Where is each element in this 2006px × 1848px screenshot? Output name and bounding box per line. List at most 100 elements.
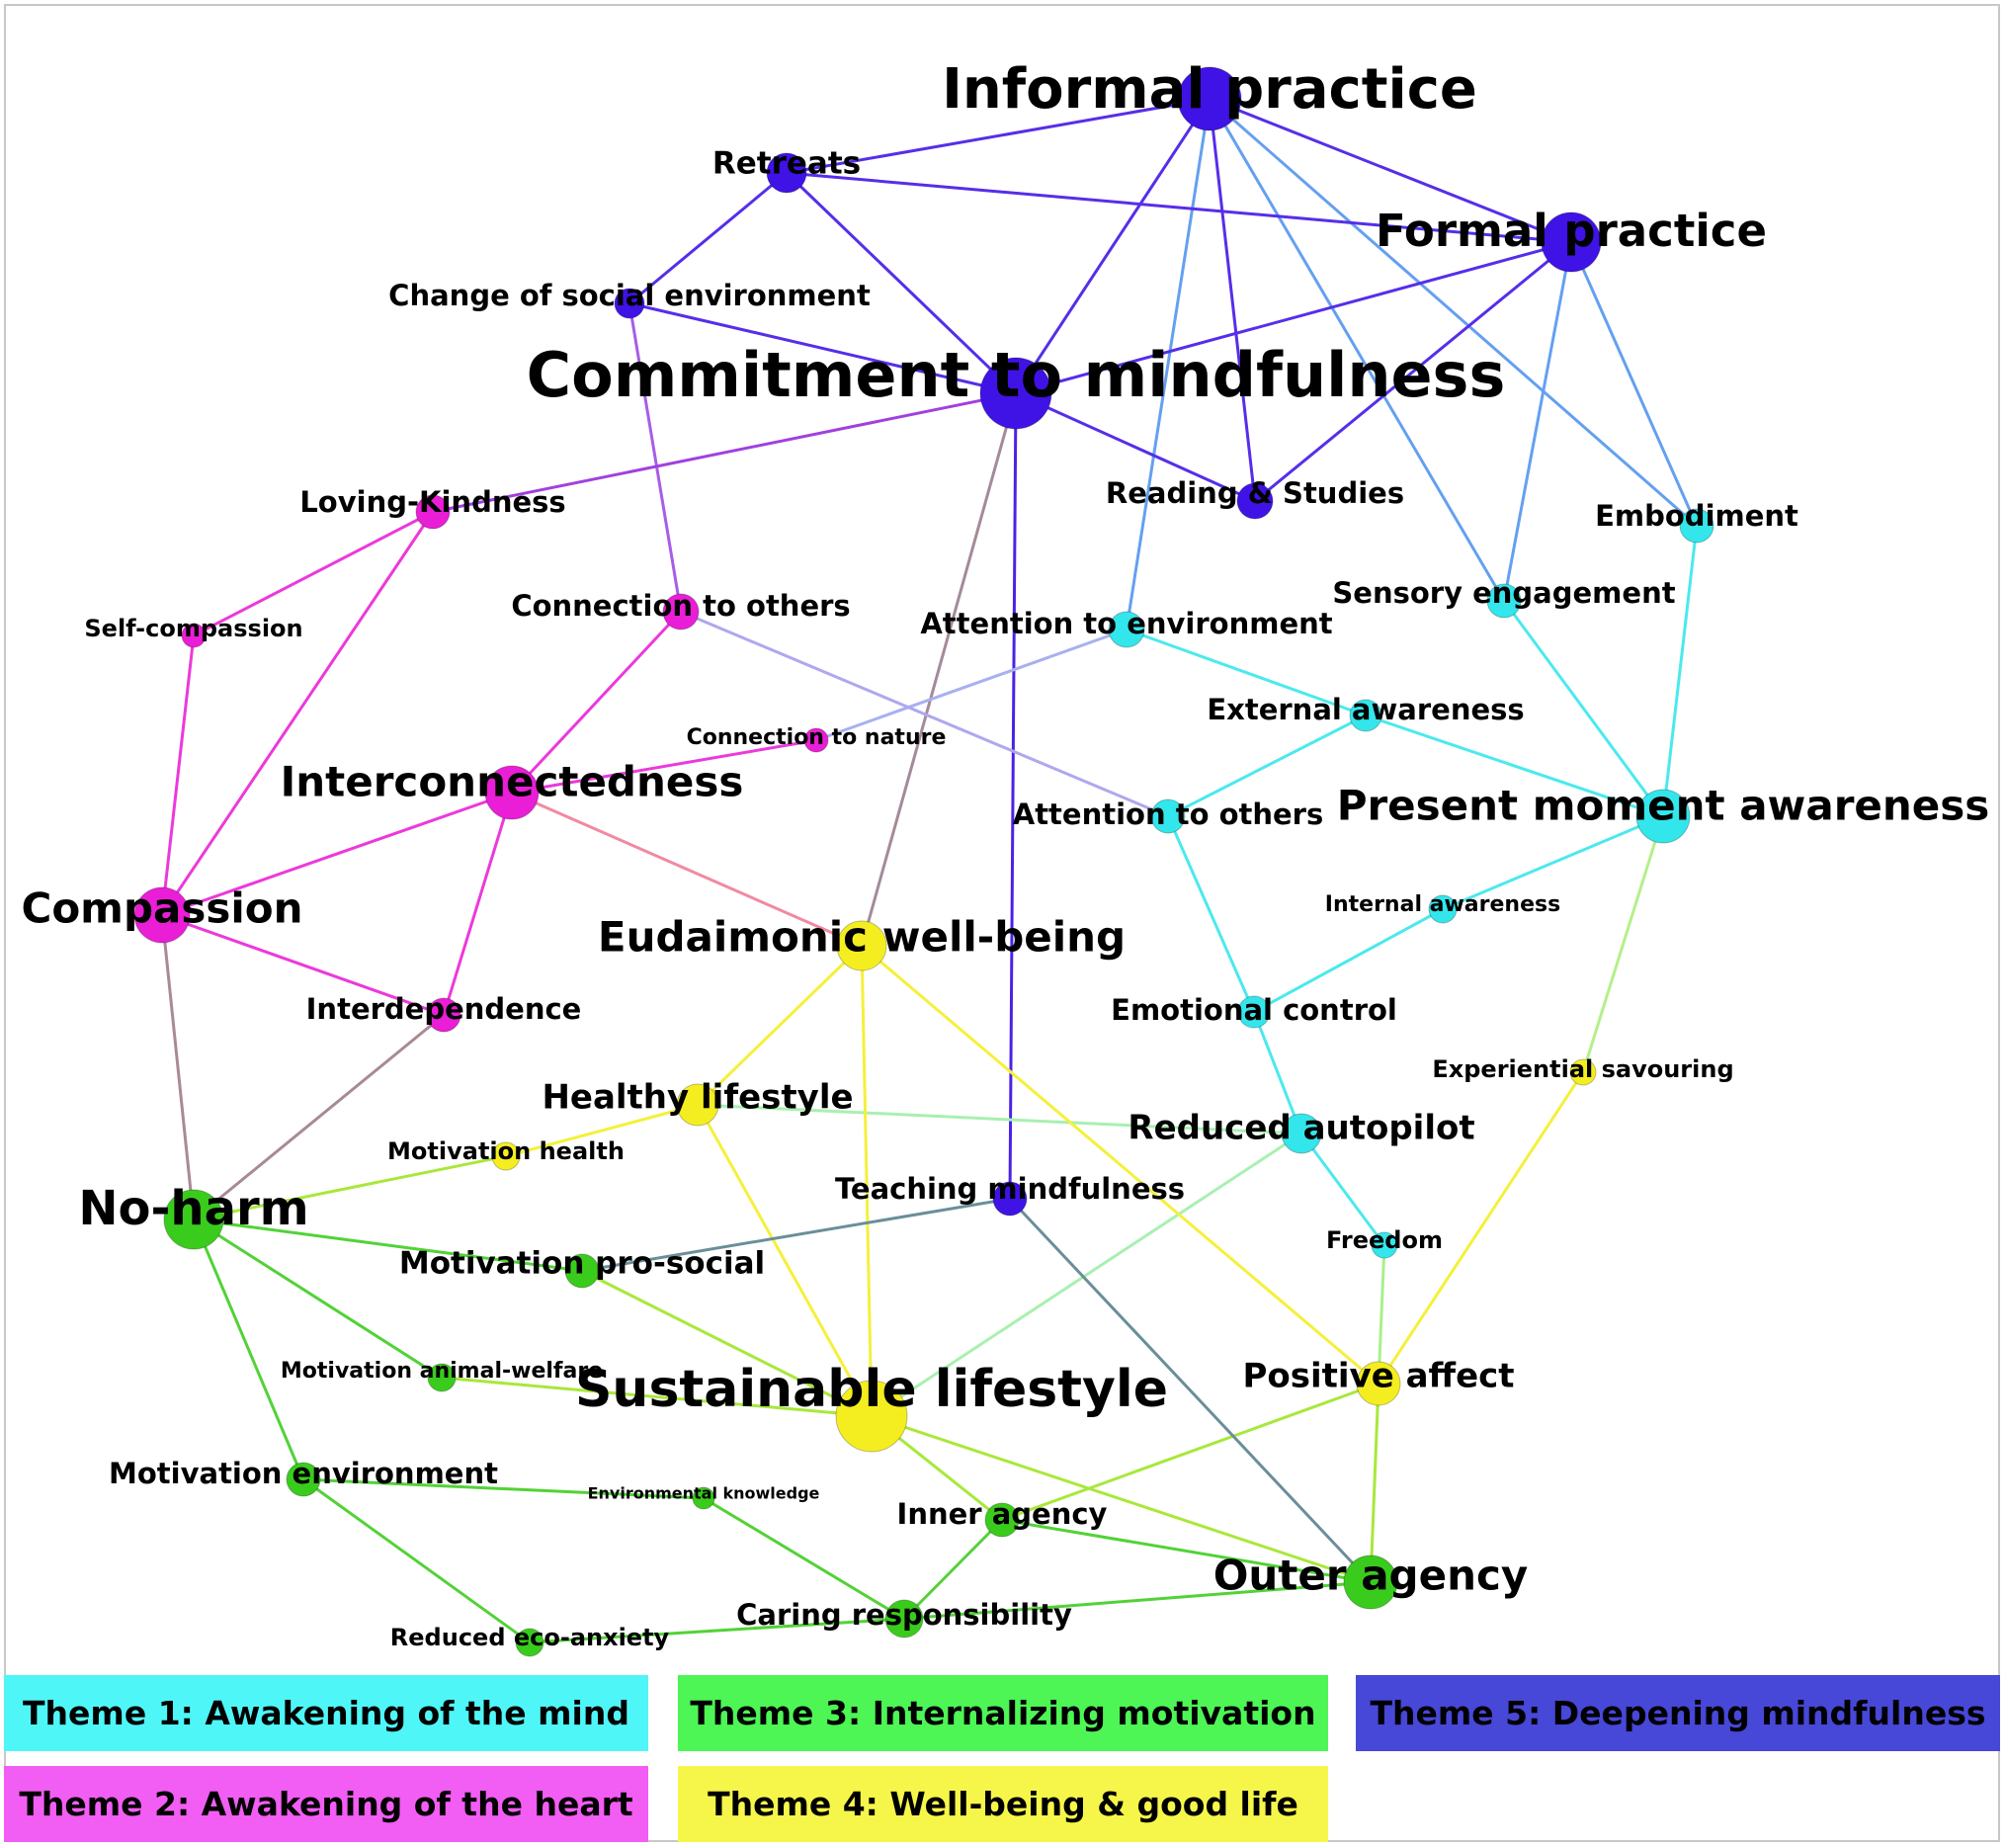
legend-theme-1: Theme 1: Awakening of the mind [4, 1675, 648, 1751]
node-label-formal-practice: Formal practice [1376, 205, 1767, 257]
node-self-compassion [181, 623, 207, 648]
edge-embodiment-present-moment [1661, 524, 1699, 818]
edge-motivation-environment-reduced-eco-anxiety [301, 1477, 532, 1644]
node-sustainable-lifestyle [835, 1380, 908, 1453]
node-connection-others [662, 593, 700, 630]
edge-connection-nature-interconnectedness [510, 738, 818, 795]
edge-compassion-interdependence [160, 913, 446, 1017]
node-commitment [979, 357, 1052, 430]
edge-informal-practice-reading-studies [1208, 97, 1257, 503]
edge-interdependence-no-harm [192, 1013, 446, 1221]
edge-external-awareness-present-moment [1364, 714, 1665, 818]
node-label-outer-agency: Outer agency [1213, 1552, 1529, 1600]
node-label-retreats: Retreats [712, 146, 861, 182]
node-caring-responsibility [884, 1599, 924, 1638]
edge-formal-practice-sensory [1502, 240, 1573, 603]
edge-motivation-environment-env-knowledge [301, 1477, 706, 1500]
edge-positive-affect-inner-agency [1000, 1382, 1380, 1522]
node-label-commitment: Commitment to mindfulness [527, 339, 1506, 411]
edge-connection-others-attention-others [679, 610, 1170, 818]
edge-interconnectedness-compassion [160, 791, 514, 917]
node-label-present-moment: Present moment awareness [1337, 782, 1990, 830]
edge-no-harm-motivation-animal [192, 1218, 444, 1380]
edge-caring-responsibility-outer-agency [902, 1580, 1373, 1621]
node-label-sustainable-lifestyle: Sustainable lifestyle [575, 1360, 1168, 1419]
node-outer-agency [1343, 1554, 1398, 1610]
node-label-connection-nature: Connection to nature [687, 725, 947, 750]
node-label-positive-affect: Positive affect [1242, 1357, 1514, 1396]
edge-commitment-teaching [1008, 391, 1018, 1201]
legend-theme-4: Theme 4: Well-being & good life [678, 1766, 1328, 1842]
node-label-freedom: Freedom [1326, 1226, 1443, 1254]
node-reduced-autopilot [1281, 1113, 1322, 1154]
node-change-social-env [614, 288, 645, 319]
edge-sustainable-lifestyle-motivation-prosocial [580, 1269, 874, 1418]
edge-inner-agency-caring-responsibility [902, 1518, 1004, 1621]
node-label-eudaimonic: Eudaimonic well-being [598, 913, 1126, 962]
node-label-embodiment: Embodiment [1595, 499, 1798, 533]
edge-reduced-autopilot-freedom [1299, 1132, 1386, 1247]
edge-change-social-env-connection-others [627, 301, 683, 614]
node-label-env-knowledge: Environmental knowledge [588, 1484, 820, 1503]
edge-external-awareness-attention-others [1166, 714, 1368, 818]
edge-freedom-positive-affect [1377, 1243, 1386, 1386]
edge-sensory-present-moment [1502, 599, 1665, 818]
node-connection-nature [803, 727, 829, 753]
node-label-connection-others: Connection to others [511, 589, 850, 623]
node-retreats [766, 152, 807, 194]
edge-informal-practice-sensory [1208, 97, 1506, 603]
node-label-external-awareness: External awareness [1207, 693, 1524, 726]
node-freedom [1371, 1231, 1398, 1259]
edge-connection-others-interconnectedness [510, 610, 683, 795]
edge-teaching-motivation-prosocial [580, 1197, 1012, 1273]
edge-present-moment-experiential-savouring [1581, 814, 1665, 1074]
edges-layer [160, 97, 1699, 1644]
node-experiential-savouring [1569, 1058, 1597, 1086]
node-label-self-compassion: Self-compassion [84, 615, 302, 642]
node-present-moment [1635, 789, 1691, 844]
edge-retreats-formal-practice [785, 171, 1573, 244]
edge-formal-practice-embodiment [1569, 240, 1699, 528]
node-reading-studies [1236, 482, 1274, 520]
edge-reduced-autopilot-healthy-lifestyle [696, 1103, 1303, 1135]
edge-commitment-loving-kindness [431, 391, 1018, 514]
node-label-reduced-eco-anxiety: Reduced eco-anxiety [390, 1624, 670, 1651]
edge-change-social-env-commitment [627, 301, 1018, 395]
node-label-motivation-environment: Motivation environment [109, 1457, 498, 1490]
edge-teaching-outer-agency [1008, 1197, 1373, 1584]
edge-internal-awareness-emotional-control [1252, 907, 1445, 1014]
legend-theme-3: Theme 3: Internalizing motivation [678, 1675, 1328, 1751]
edge-env-knowledge-caring-responsibility [702, 1496, 906, 1621]
node-embodiment [1679, 508, 1714, 544]
node-sensory [1486, 583, 1522, 619]
edge-informal-practice-commitment [1014, 97, 1212, 395]
edge-formal-practice-commitment [1014, 240, 1573, 395]
node-label-internal-awareness: Internal awareness [1325, 892, 1560, 917]
node-label-informal-practice: Informal practice [942, 57, 1477, 122]
node-attention-others [1150, 798, 1186, 834]
edge-healthy-lifestyle-motivation-health [504, 1103, 700, 1158]
node-eudaimonic [836, 920, 887, 971]
edge-sustainable-lifestyle-outer-agency [870, 1414, 1373, 1584]
node-label-inner-agency: Inner agency [897, 1497, 1108, 1531]
edge-retreats-change-social-env [627, 171, 789, 305]
edge-informal-practice-attention-env [1125, 97, 1212, 631]
node-label-reading-studies: Reading & Studies [1106, 476, 1404, 510]
node-inner-agency [984, 1502, 1020, 1538]
edge-loving-kindness-compassion [160, 510, 435, 917]
edge-self-compassion-compassion [160, 633, 196, 917]
edge-inner-agency-outer-agency [1000, 1518, 1373, 1584]
node-label-motivation-animal: Motivation animal-welfare [281, 1359, 603, 1384]
node-label-healthy-lifestyle: Healthy lifestyle [542, 1078, 853, 1118]
edge-attention-env-external-awareness [1125, 628, 1368, 717]
edge-emotional-control-reduced-autopilot [1252, 1010, 1303, 1135]
node-label-teaching: Teaching mindfulness [835, 1172, 1185, 1206]
node-label-change-social-env: Change of social environment [388, 279, 871, 312]
node-healthy-lifestyle [676, 1083, 719, 1127]
edge-present-moment-internal-awareness [1441, 814, 1665, 911]
node-label-emotional-control: Emotional control [1111, 993, 1397, 1027]
node-positive-affect [1356, 1361, 1401, 1406]
edge-no-harm-motivation-health [192, 1154, 508, 1221]
